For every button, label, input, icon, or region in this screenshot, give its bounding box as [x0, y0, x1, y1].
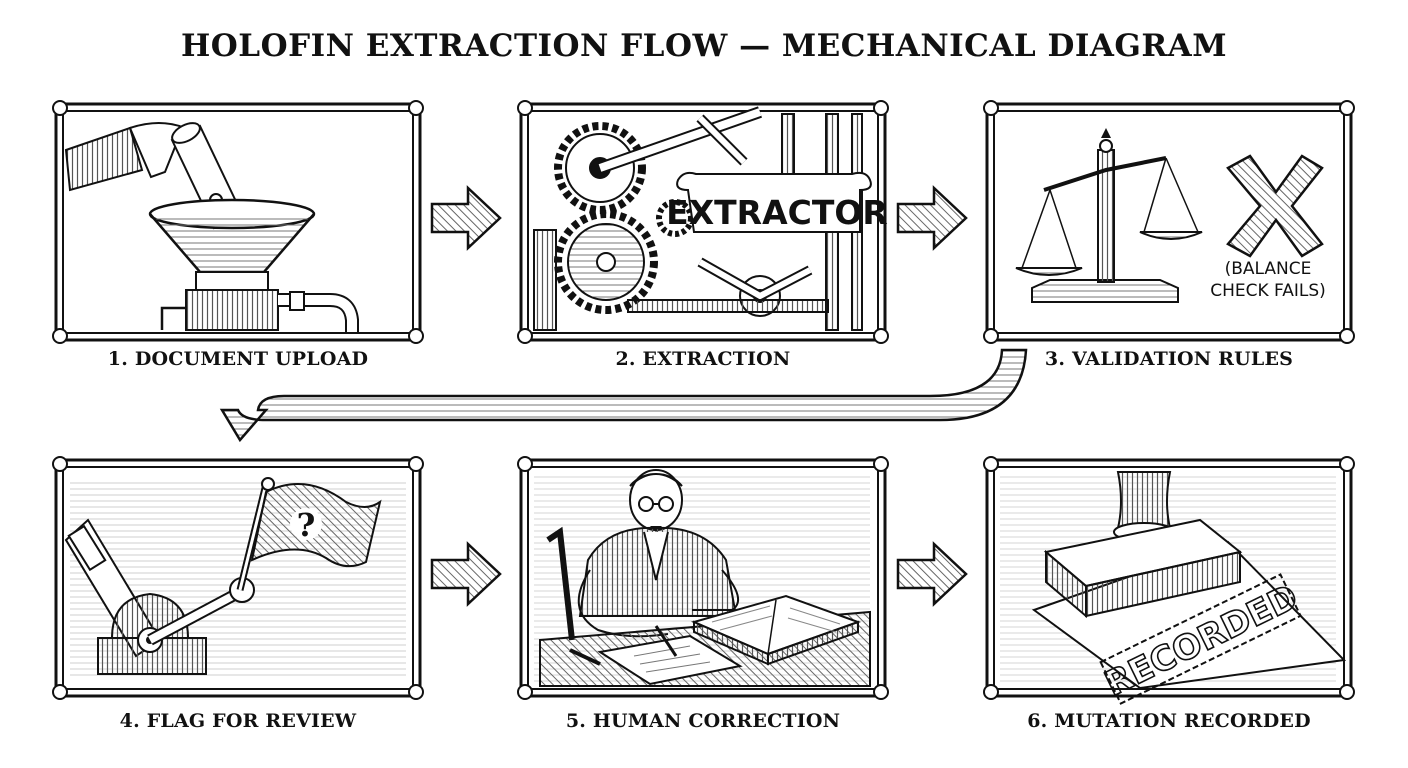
lever-flag-icon: ?	[64, 477, 406, 678]
corner-ornaments	[52, 100, 1355, 700]
stamp-icon: RECORDED	[1000, 471, 1347, 705]
flow-arrow-3-4	[219, 348, 1028, 443]
step-label-1: 1. DOCUMENT UPLOAD	[107, 348, 369, 370]
clerk-writing-icon	[534, 469, 871, 687]
page-title: HOLOFIN EXTRACTION FLOW — MECHANICAL DIA…	[180, 28, 1228, 64]
validation-note-line1: (BALANCE	[1225, 259, 1312, 279]
step-label-4: 4. FLAG FOR REVIEW	[119, 710, 357, 732]
validation-note-line2: CHECK FAILS)	[1210, 281, 1326, 301]
step-label-3: 3. VALIDATION RULES	[1044, 348, 1294, 370]
machine-label: EXTRACTOR	[666, 193, 888, 232]
flow-arrow-2-3	[896, 185, 968, 251]
step-label-6: 6. MUTATION RECORDED	[1027, 710, 1311, 732]
step-label-2: 2. EXTRACTION	[615, 348, 791, 370]
flow-arrow-4-5	[430, 541, 502, 607]
balance-scale-icon: (BALANCE CHECK FAILS)	[1015, 128, 1326, 303]
step-label-5: 5. HUMAN CORRECTION	[565, 710, 841, 732]
funnel-hand-icon	[64, 122, 359, 332]
flow-arrow-5-6	[896, 541, 968, 607]
flow-arrow-1-2	[430, 185, 502, 251]
flag-symbol: ?	[297, 506, 316, 544]
fail-x-icon	[1226, 154, 1324, 258]
gear-machine-icon: EXTRACTOR	[533, 106, 888, 331]
